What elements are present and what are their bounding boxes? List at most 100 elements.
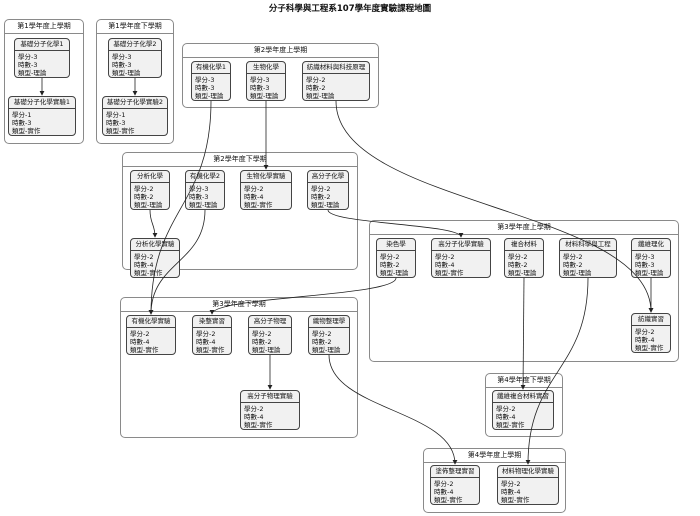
course-credits: 學分-2 bbox=[434, 480, 454, 488]
course-name: 高分子物理 bbox=[249, 316, 291, 328]
course-hours: 時數-4 bbox=[134, 261, 154, 270]
course-hours: 時數-4 bbox=[130, 338, 150, 347]
course-hours: 時數-3 bbox=[12, 119, 32, 128]
course-name: 高分子化學實驗 bbox=[432, 239, 490, 251]
course-hours: 時數-4 bbox=[434, 488, 454, 497]
semester-title: 第4學年度上學期 bbox=[424, 449, 565, 463]
course-name: 有機化學1 bbox=[192, 62, 230, 74]
course-credits: 學分-2 bbox=[196, 330, 216, 338]
course-type: 類型-理論 bbox=[311, 201, 340, 210]
course-hours: 時數-4 bbox=[501, 488, 521, 497]
semester-title: 第2學年度上學期 bbox=[183, 44, 378, 58]
course-name: 分析化學實驗 bbox=[131, 239, 179, 251]
course-type: 類型-理論 bbox=[112, 69, 141, 78]
course-type: 類型-理論 bbox=[195, 92, 224, 101]
course-type: 類型-理論 bbox=[134, 201, 163, 210]
course-hours: 時數-2 bbox=[252, 338, 272, 347]
course-type: 類型-實作 bbox=[244, 421, 273, 430]
course-name: 高分子化學 bbox=[308, 171, 348, 183]
course-credits: 學分-2 bbox=[508, 253, 528, 261]
course-name: 紡織材料與科技原理 bbox=[303, 62, 369, 74]
course-type: 類型-理論 bbox=[18, 69, 47, 78]
course-credits: 學分-2 bbox=[496, 405, 516, 413]
semester-title: 第1學年度下學期 bbox=[97, 20, 173, 34]
course-type: 類型-實作 bbox=[244, 201, 273, 210]
course-name: 基礎分子化學實驗2 bbox=[103, 97, 167, 109]
course-type: 類型-理論 bbox=[508, 269, 537, 278]
course-type: 類型-實作 bbox=[106, 127, 135, 136]
course-credits: 學分-2 bbox=[311, 185, 331, 193]
course-name: 基礎分子化學1 bbox=[15, 39, 69, 51]
course-hours: 時數-2 bbox=[311, 193, 331, 202]
course-credits: 學分-3 bbox=[195, 76, 215, 84]
course-credits: 學分-2 bbox=[635, 328, 655, 336]
course-type: 類型-實作 bbox=[496, 421, 525, 430]
semester-title: 第3學年度下學期 bbox=[121, 298, 357, 312]
course-credits: 學分-3 bbox=[112, 53, 132, 61]
course-credits: 學分-2 bbox=[435, 253, 455, 261]
semester-title: 第1學年度上學期 bbox=[5, 20, 83, 34]
course-hours: 時數-3 bbox=[18, 61, 38, 70]
course-type: 類型-理論 bbox=[635, 269, 664, 278]
course-name: 塗佈整理實習 bbox=[431, 466, 479, 478]
course-credits: 學分-2 bbox=[380, 253, 400, 261]
course-type: 類型-實作 bbox=[435, 269, 464, 278]
course-credits: 學分-2 bbox=[134, 253, 154, 261]
course-name: 纖維複合材料實習 bbox=[493, 391, 553, 403]
course-credits: 學分-3 bbox=[18, 53, 38, 61]
course-type: 類型-理論 bbox=[252, 346, 281, 355]
course-name: 分析化學 bbox=[131, 171, 169, 183]
course-credits: 學分-3 bbox=[189, 185, 209, 193]
course-credits: 學分-2 bbox=[244, 405, 264, 413]
course-credits: 學分-3 bbox=[250, 76, 270, 84]
diagram-title: 分子科學與工程系107學年度實驗課程地圖 bbox=[268, 4, 432, 14]
course-name: 有機化學實驗 bbox=[127, 316, 175, 328]
course-hours: 時數-3 bbox=[112, 61, 132, 70]
course-name: 材料科學與工程 bbox=[560, 239, 616, 251]
course-name: 紡織實習 bbox=[632, 314, 670, 326]
course-hours: 時數-3 bbox=[195, 84, 215, 93]
course-credits: 學分-2 bbox=[252, 330, 272, 338]
course-name: 生物化學實驗 bbox=[241, 171, 291, 183]
course-name: 基礎分子化學實驗1 bbox=[9, 97, 75, 109]
course-name: 纖維理化 bbox=[632, 239, 670, 251]
course-type: 類型-實作 bbox=[501, 496, 530, 505]
course-credits: 學分-2 bbox=[130, 330, 150, 338]
course-type: 類型-實作 bbox=[12, 127, 41, 136]
course-credits: 學分-2 bbox=[134, 185, 154, 193]
course-type: 類型-理論 bbox=[380, 269, 409, 278]
course-type: 類型-實作 bbox=[635, 344, 664, 353]
semester-title: 第4學年度下學期 bbox=[486, 374, 562, 388]
course-hours: 時數-2 bbox=[306, 84, 326, 93]
course-type: 類型-理論 bbox=[250, 92, 279, 101]
course-type: 類型-理論 bbox=[189, 201, 218, 210]
course-hours: 時數-2 bbox=[312, 338, 332, 347]
course-hours: 時數-4 bbox=[244, 193, 264, 202]
course-credits: 學分-2 bbox=[244, 185, 264, 193]
course-type: 類型-實作 bbox=[130, 346, 159, 355]
course-name: 材料物理化學實驗 bbox=[498, 466, 558, 478]
course-credits: 學分-2 bbox=[501, 480, 521, 488]
course-hours: 時數-4 bbox=[635, 336, 655, 345]
semester-title: 第3學年度上學期 bbox=[370, 221, 678, 235]
course-hours: 時數-3 bbox=[106, 119, 126, 128]
course-name: 染整實習 bbox=[193, 316, 231, 328]
course-credits: 學分-2 bbox=[563, 253, 583, 261]
